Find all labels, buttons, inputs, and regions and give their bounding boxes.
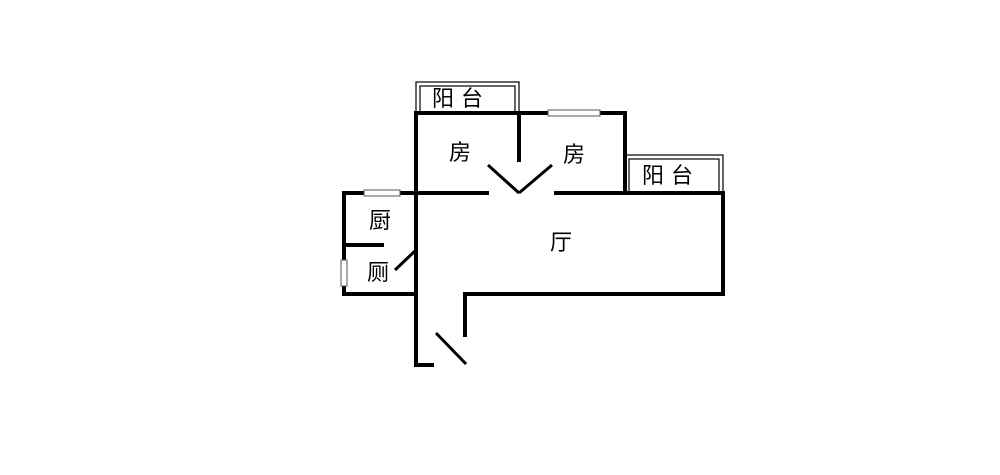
- label-room-left: 房: [449, 141, 471, 166]
- exterior-walls: [342, 111, 725, 367]
- label-kitchen: 厨: [369, 209, 391, 234]
- label-room-right: 房: [563, 143, 585, 168]
- label-balcony-top: 阳 台: [432, 87, 483, 112]
- doors: [393, 163, 553, 366]
- label-living: 厅: [550, 231, 572, 256]
- window-kitchen: [363, 189, 401, 197]
- label-balcony-right: 阳 台: [642, 164, 693, 189]
- window-room-right: [547, 109, 601, 117]
- label-toilet: 厕: [367, 261, 389, 286]
- window-toilet: [340, 259, 348, 287]
